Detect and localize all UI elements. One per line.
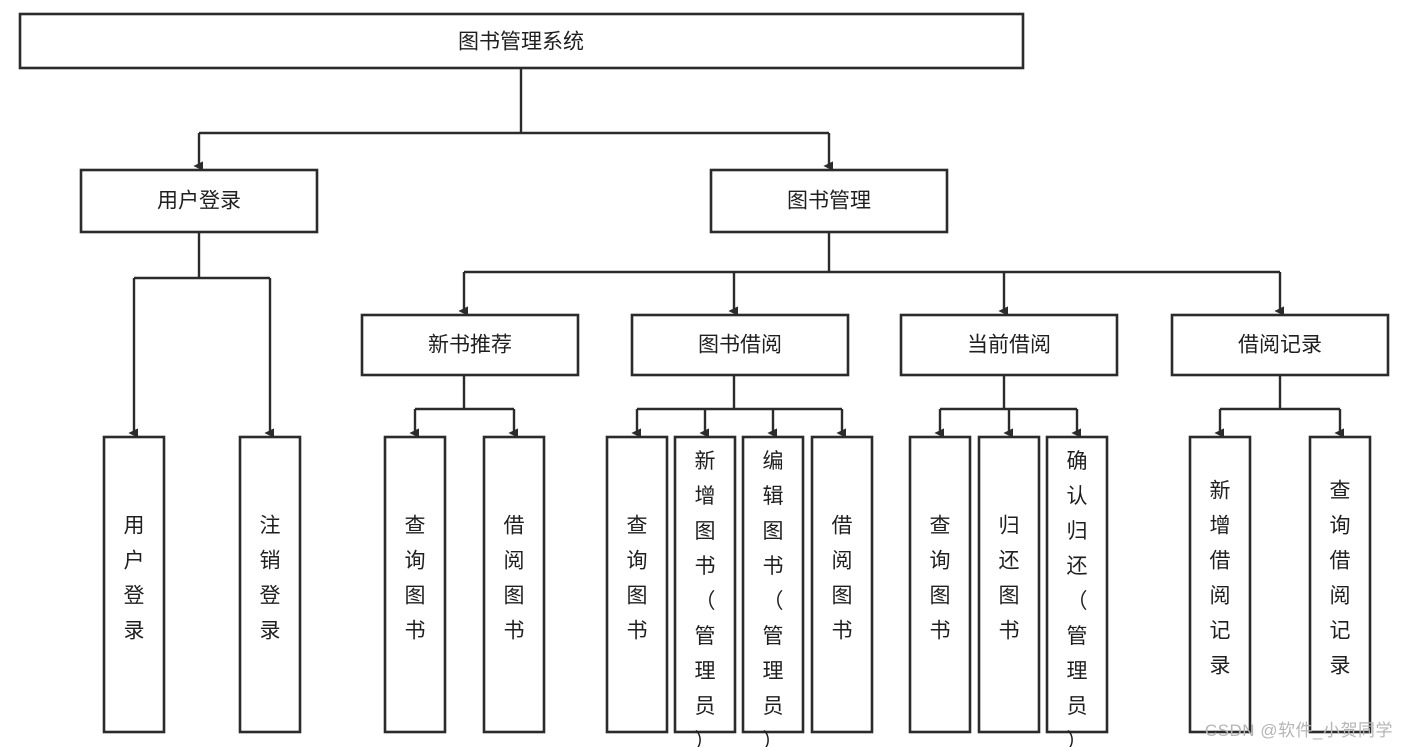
node-borrow-record[interactable]: 借阅记录 xyxy=(1170,313,1390,377)
node-book-manage-label: 图书管理 xyxy=(787,190,871,213)
leaf-book-borrow-2-box xyxy=(673,435,737,734)
leaf-book-borrow-3-label: 编辑图书（管理员） xyxy=(763,450,784,747)
leaf-book-borrow-1-label: 查询图书 xyxy=(627,515,648,643)
leaf-book-borrow-4-label: 借阅图书 xyxy=(832,515,853,643)
connectors xyxy=(128,68,1344,438)
leaf-current-borrow-2-box xyxy=(977,435,1041,734)
leaf-user-login-1[interactable]: 用户登录 xyxy=(102,435,166,734)
leaf-user-login-1-box xyxy=(102,435,166,734)
leaf-current-borrow-1[interactable]: 查询图书 xyxy=(908,435,972,734)
leaf-current-borrow-2-label: 归还图书 xyxy=(999,515,1020,643)
leaf-new-book-1-label: 查询图书 xyxy=(405,515,426,643)
leaf-user-login-2-label: 注销登录 xyxy=(260,515,281,643)
leaf-current-borrow-3-box xyxy=(1045,435,1109,734)
leaf-book-borrow-1[interactable]: 查询图书 xyxy=(605,435,669,734)
leaf-user-login-1-label: 用户登录 xyxy=(124,515,145,643)
node-book-borrow-box xyxy=(630,313,850,377)
leaf-book-borrow-4[interactable]: 借阅图书 xyxy=(810,435,874,734)
leaf-current-borrow-2[interactable]: 归还图书 xyxy=(977,435,1041,734)
leaf-borrow-record-1-label: 新增借阅记录 xyxy=(1210,480,1231,678)
leaf-book-borrow-1-box xyxy=(605,435,669,734)
leaf-user-login-2[interactable]: 注销登录 xyxy=(238,435,302,734)
node-new-book-recommend-label: 新书推荐 xyxy=(428,334,512,357)
node-root-label: 图书管理系统 xyxy=(458,31,584,54)
leaf-book-borrow-2[interactable]: 新增图书（管理员） xyxy=(673,435,737,747)
leaf-new-book-1-box xyxy=(383,435,447,734)
leaf-current-borrow-3-label: 确认归还（管理员） xyxy=(1067,450,1088,747)
leaf-current-borrow-3[interactable]: 确认归还（管理员） xyxy=(1045,435,1109,747)
node-user-login[interactable]: 用户登录 xyxy=(79,168,319,234)
leaf-new-book-1[interactable]: 查询图书 xyxy=(383,435,447,734)
node-current-borrow[interactable]: 当前借阅 xyxy=(899,313,1119,377)
leaf-borrow-record-2-box xyxy=(1308,435,1372,734)
node-book-manage[interactable]: 图书管理 xyxy=(709,168,949,234)
leaf-borrow-record-1-box xyxy=(1188,435,1252,734)
node-new-book-recommend-box xyxy=(360,313,580,377)
node-borrow-record-box xyxy=(1170,313,1390,377)
leaf-borrow-record-2[interactable]: 查询借阅记录 xyxy=(1308,435,1372,734)
leaf-current-borrow-1-box xyxy=(908,435,972,734)
node-root[interactable]: 图书管理系统 xyxy=(18,12,1025,70)
leaf-borrow-record-1[interactable]: 新增借阅记录 xyxy=(1188,435,1252,734)
leaf-book-borrow-2-label: 新增图书（管理员） xyxy=(695,450,716,747)
node-current-borrow-box xyxy=(899,313,1119,377)
node-borrow-record-label: 借阅记录 xyxy=(1238,334,1322,357)
node-book-borrow[interactable]: 图书借阅 xyxy=(630,313,850,377)
leaf-book-borrow-3[interactable]: 编辑图书（管理员） xyxy=(741,435,805,747)
leaf-new-book-2[interactable]: 借阅图书 xyxy=(482,435,546,734)
node-user-login-box xyxy=(79,168,319,234)
leaf-borrow-record-2-label: 查询借阅记录 xyxy=(1330,480,1351,678)
node-book-borrow-label: 图书借阅 xyxy=(698,334,782,357)
node-root-box xyxy=(18,12,1025,70)
leaf-book-borrow-3-box xyxy=(741,435,805,734)
leaf-user-login-2-box xyxy=(238,435,302,734)
leaf-new-book-2-box xyxy=(482,435,546,734)
node-current-borrow-label: 当前借阅 xyxy=(967,334,1051,357)
node-user-login-label: 用户登录 xyxy=(157,190,241,213)
node-book-manage-box xyxy=(709,168,949,234)
leaf-new-book-2-label: 借阅图书 xyxy=(504,515,525,643)
leaf-book-borrow-4-box xyxy=(810,435,874,734)
node-new-book-recommend[interactable]: 新书推荐 xyxy=(360,313,580,377)
leaf-current-borrow-1-label: 查询图书 xyxy=(930,515,951,643)
